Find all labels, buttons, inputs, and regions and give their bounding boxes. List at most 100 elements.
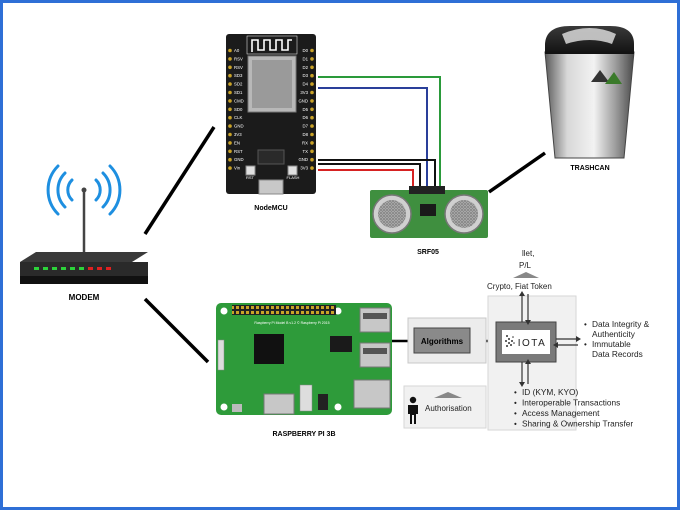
pi-board-text: Raspberry Pi Model B v1.2 © Raspberry Pi… — [254, 321, 329, 325]
nodemcu-pin-label: RSV — [234, 56, 243, 61]
bottom-bullet-text: Sharing & Ownership Transfer — [522, 419, 633, 429]
nodemcu-pin-label: D0 — [303, 48, 309, 53]
camera-connector — [299, 384, 313, 412]
modem-label: MODEM — [69, 293, 100, 302]
antenna-trace-icon — [251, 39, 292, 52]
wire-blue — [318, 87, 428, 190]
nodemcu-pin-label: 3V3 — [300, 90, 308, 95]
bullet-dot: • — [514, 388, 517, 397]
nodemcu-pin-label: GND — [234, 157, 244, 162]
nodemcu-pin-pad — [310, 73, 314, 78]
nodemcu-pin-pad — [228, 124, 232, 128]
line-modem-pi — [143, 297, 210, 364]
nodemcu-pin-label: RX — [302, 140, 308, 145]
bottom-bullet-text: Interoperable Transactions — [522, 398, 620, 408]
nodemcu-pin-label: D5 — [303, 107, 309, 112]
nodemcu-pin-pad — [310, 141, 314, 145]
nodemcu-pin-label: 3V3 — [300, 166, 308, 171]
nodemcu-pin-label: SD3 — [234, 73, 243, 78]
nodemcu-pin-pad — [228, 65, 232, 70]
nodemcu-pin-pad — [310, 107, 314, 112]
nodemcu-pin-label: EN — [234, 140, 240, 145]
wire-red — [318, 169, 414, 190]
trashcan: TRASHCAN — [544, 26, 635, 172]
nodemcu-pin-label: D7 — [303, 124, 309, 129]
flash-button — [287, 165, 298, 176]
bullet-dot: • — [584, 340, 587, 349]
bullet-dot: • — [584, 320, 587, 329]
nodemcu-pin-pad — [228, 90, 232, 95]
lan-chip — [330, 336, 352, 352]
nodemcu-pin-label: D1 — [303, 56, 309, 61]
nodemcu-pin-label: A0 — [234, 48, 240, 53]
audio-jack — [318, 394, 328, 410]
modem-led — [79, 267, 84, 270]
nodemcu-pin-pad — [310, 48, 314, 53]
iota-label: IOTA — [518, 338, 547, 349]
modem-led — [88, 267, 93, 270]
usb-chip — [257, 149, 285, 165]
nodemcu-pin-label: GND — [298, 98, 308, 103]
nodemcu-pin-label: TX — [303, 149, 309, 154]
nodemcu-pin-pad — [228, 57, 232, 61]
nodemcu-pin-label: SD0 — [234, 107, 243, 112]
nodemcu-pin-label: D3 — [303, 73, 309, 78]
raspberry-pi-board: Raspberry Pi Model B v1.2 © Raspberry Pi… — [216, 303, 392, 438]
nodemcu-pin-pad — [310, 90, 314, 95]
right-bullet-text: Immutable — [592, 339, 631, 349]
right-bullets: •Data Integrity &Authenticity•ImmutableD… — [584, 319, 650, 359]
nodemcu-pin-pad — [228, 115, 232, 120]
bullet-dot: • — [514, 420, 517, 429]
nodemcu-pin-pad — [228, 82, 232, 86]
iota-logo-icon — [505, 335, 515, 347]
nodemcu-pin-pad — [228, 99, 232, 103]
authorisation-arrow-icon — [434, 392, 462, 398]
modem-led — [52, 267, 57, 270]
modem-led — [34, 267, 39, 270]
rst-button-label: RST — [246, 175, 255, 180]
sensor-wires — [318, 76, 441, 190]
wire-green — [318, 76, 441, 190]
nodemcu-label: NodeMCU — [254, 205, 287, 212]
nodemcu-pin-pad — [310, 157, 314, 162]
authorisation-label: Authorisation — [425, 404, 472, 413]
modem-leds — [34, 267, 111, 270]
usb-port-middle — [359, 342, 391, 368]
nodemcu-pin-label: GND — [234, 124, 244, 129]
flow-text: llet, P/L Crypto, Fiat Token — [487, 249, 552, 291]
right-bullet-text: Authenticity — [592, 329, 636, 339]
nodemcu-pin-pad — [310, 57, 314, 61]
raspberry-label: RASPBERRY PI 3B — [272, 431, 335, 438]
sensor-header-pins — [409, 186, 445, 194]
nodemcu-pin-label: 3V3 — [234, 132, 242, 137]
nodemcu-pin-pad — [310, 82, 314, 86]
nodemcu-pin-pad — [228, 157, 232, 162]
nodemcu-pin-pad — [310, 132, 314, 137]
iota-panel: IOTA — [487, 272, 581, 431]
rst-button — [245, 165, 256, 176]
modem-led — [70, 267, 75, 270]
nodemcu-board: RST FLASH A0RSVRSVSD3SD2SD1CMDSD0CLKGND3… — [226, 34, 316, 212]
bottom-bullet-text: Access Management — [522, 408, 600, 418]
wallet-bottom-text: P/L — [519, 261, 532, 270]
trashcan-label: TRASHCAN — [570, 165, 609, 172]
pi-pcb — [216, 303, 392, 415]
modem-led — [61, 267, 66, 270]
power-port — [232, 404, 242, 412]
micro-usb-port — [258, 179, 284, 195]
gpio-header — [232, 305, 336, 315]
bottom-bullets: •ID (KYM, KYO)•Interoperable Transaction… — [514, 387, 633, 429]
soc-chip — [254, 334, 284, 364]
nodemcu-pin-pad — [310, 166, 314, 170]
iota-panel-bg — [487, 295, 577, 431]
modem-device: MODEM — [20, 164, 148, 302]
nodemcu-pin-label: D2 — [303, 65, 309, 70]
algorithms-label: Algorithms — [421, 337, 464, 346]
arrow-heads — [519, 291, 581, 387]
nodemcu-pin-pad — [310, 149, 314, 154]
nodemcu-pin-label: CMD — [234, 98, 244, 103]
nodemcu-pin-pad — [228, 48, 232, 53]
nodemcu-pins-left: A0RSVRSVSD3SD2SD1CMDSD0CLKGND3V3ENRSTGND… — [228, 48, 244, 171]
